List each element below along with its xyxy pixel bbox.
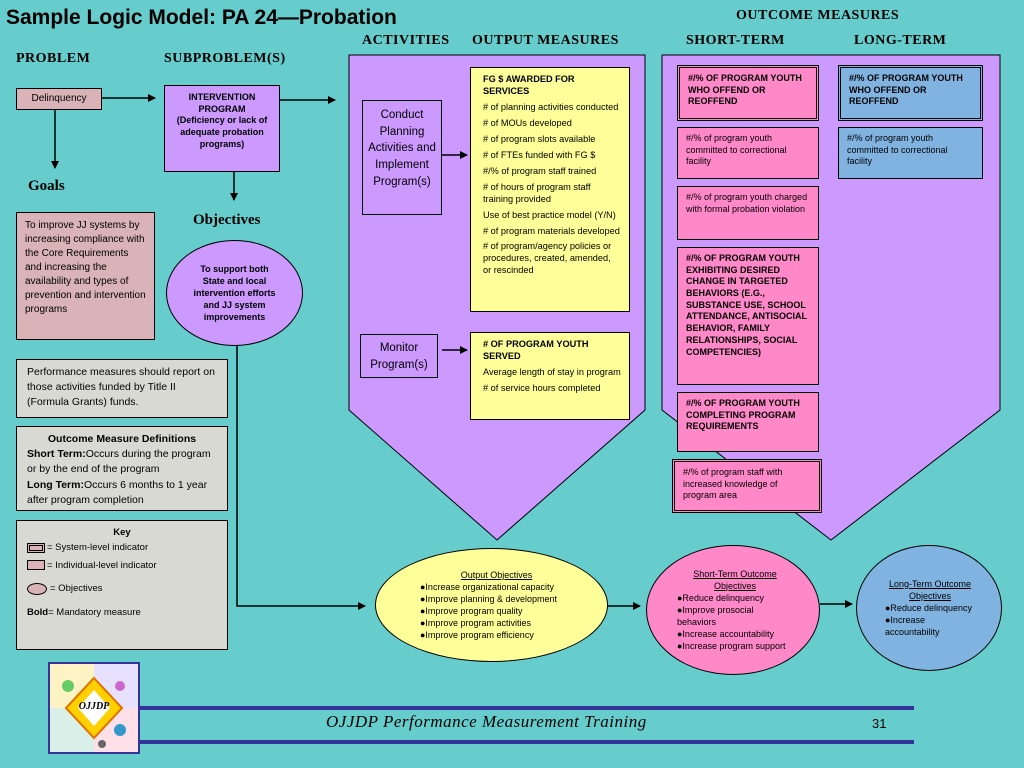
long-term-objective-item: ●Increase accountability	[885, 615, 940, 638]
problem-box: Delinquency	[16, 88, 102, 110]
header-objectives: Objectives	[193, 212, 261, 228]
slide-title: Sample Logic Model: PA 24—Probation	[6, 6, 397, 29]
output-objective-item: ●Improve program activities	[420, 618, 531, 629]
key-bold-row: Bold= Mandatory measure	[27, 606, 217, 620]
output-objective-item: ●Improve program efficiency	[420, 630, 534, 641]
key-system-row: = System-level indicator	[27, 541, 217, 555]
system-indicator-swatch	[27, 542, 45, 553]
short-term-objective-item: ●Reduce delinquency	[677, 592, 764, 603]
page-number: 31	[872, 716, 887, 731]
definitions-box: Outcome Measure Definitions Short Term:O…	[16, 426, 228, 511]
individual-indicator-swatch	[27, 560, 45, 571]
activity-conduct-box: Conduct Planning Activities and Implemen…	[362, 100, 442, 215]
key-objectives-row: = Objectives	[27, 582, 217, 596]
short-term-completing-box: #/% OF PROGRAM YOUTH COMPLETING PROGRAM …	[677, 392, 819, 452]
long-term-objectives-ellipse: Long-Term Outcome Objectives ●Reduce del…	[856, 545, 1002, 671]
output-box2-title: # OF PROGRAM YOUTH SERVED	[483, 339, 589, 361]
activity-monitor-box: Monitor Program(s)	[360, 334, 438, 378]
output-item: Use of best practice model (Y/N)	[483, 209, 616, 220]
short-term-charged-box: #/% of program youth charged with formal…	[677, 186, 819, 240]
definitions-title: Outcome Measure Definitions	[47, 433, 197, 445]
output-item: Average length of stay in program	[483, 366, 621, 377]
output-measures-box-1: FG $ AWARDED FOR SERVICES # of planning …	[470, 67, 630, 312]
short-term-objective-item: ●Increase accountability	[677, 629, 774, 640]
key-system-text: = System-level indicator	[47, 541, 149, 553]
header-goals: Goals	[28, 178, 65, 194]
output-item: # of planning activities conducted	[483, 101, 619, 112]
key-individual-row: = Individual-level indicator	[27, 559, 217, 573]
key-objectives-text: = Objectives	[50, 583, 103, 595]
long-term-objective-item: ●Reduce delinquency	[885, 602, 972, 613]
goal-box: To improve JJ systems by increasing comp…	[16, 212, 155, 340]
output-objectives-title: Output Objectives	[460, 569, 533, 580]
output-objective-item: ●Increase organizational capacity	[420, 581, 555, 592]
output-item: #/% of program staff trained	[483, 165, 597, 176]
long-term-committed-box: #/% of program youth committed to correc…	[838, 127, 983, 179]
objective-ellipse: To support both State and local interven…	[166, 240, 303, 346]
key-bold-label: Bold	[27, 607, 49, 619]
output-item: # of program materials developed	[483, 225, 620, 236]
subproblem-box: INTERVENTION PROGRAM (Deficiency or lack…	[164, 85, 280, 172]
output-item: # of MOUs developed	[483, 117, 572, 128]
short-term-committed-box: #/% of program youth committed to correc…	[677, 127, 819, 179]
short-term-objective-item: ●Increase program support	[677, 641, 786, 652]
short-term-objectives-ellipse: Short-Term Outcome Objectives ●Reduce de…	[646, 545, 820, 675]
logo-text: OJJDP	[78, 701, 110, 712]
header-output-measures: OUTPUT MEASURES	[472, 33, 619, 48]
key-individual-text: = Individual-level indicator	[47, 559, 157, 571]
output-objectives-ellipse: Output Objectives ●Increase organization…	[375, 548, 608, 662]
short-term-staff-box: #/% of program staff with increased know…	[672, 459, 822, 513]
header-problem: PROBLEM	[16, 51, 91, 66]
long-term-definition: Occurs 6 months to 1 year after program …	[27, 478, 208, 506]
output-objective-item: ●Improve program quality	[420, 606, 523, 616]
output-item: # of hours of program staff training pro…	[483, 181, 591, 204]
header-short-term: SHORT-TERM	[686, 33, 785, 48]
output-objective-item: ●Improve planning & development	[420, 593, 558, 604]
footer-title: OJJDP Performance Measurement Training	[326, 712, 647, 731]
subproblem-description: (Deficiency or lack of adequate probatio…	[176, 115, 268, 149]
output-item: # of service hours completed	[483, 382, 601, 393]
header-long-term: LONG-TERM	[854, 33, 947, 48]
key-title: Key	[113, 527, 131, 538]
header-activities: ACTIVITIES	[362, 33, 450, 48]
output-item: # of program/agency policies or procedur…	[483, 241, 612, 276]
performance-note-box: Performance measures should report on th…	[16, 359, 228, 418]
output-box1-title: FG $ AWARDED FOR SERVICES	[483, 74, 575, 96]
logo-graphic	[50, 664, 138, 752]
long-term-label: Long Term:	[27, 478, 84, 491]
key-box: Key = System-level indicator = Individua…	[16, 520, 228, 650]
long-term-objectives-title: Long-Term Outcome Objectives	[888, 578, 972, 601]
key-bold-text: = Mandatory measure	[48, 607, 141, 619]
short-term-behaviors-box: #/% OF PROGRAM YOUTH EXHIBITING DESIRED …	[677, 247, 819, 385]
subproblem-title: INTERVENTION PROGRAM	[188, 92, 256, 114]
ojjdp-logo: OJJDP	[48, 662, 140, 754]
short-term-objectives-title: Short-Term Outcome Objectives	[693, 568, 777, 591]
short-term-definition: Occurs during the program or by the end …	[27, 448, 211, 476]
objective-text: To support both State and local interven…	[193, 263, 276, 323]
short-term-reoffend-box: #/% OF PROGRAM YOUTH WHO OFFEND OR REOFF…	[677, 65, 819, 121]
short-term-objective-item: ●Improve prosocial behaviors	[677, 604, 754, 628]
short-term-label: Short Term:	[27, 448, 86, 461]
output-item: # of program slots available	[483, 133, 596, 144]
header-subproblems: SUBPROBLEM(S)	[164, 51, 286, 66]
objectives-swatch	[27, 583, 47, 596]
header-outcome-measures: OUTCOME MEASURES	[736, 8, 900, 23]
output-measures-box-2: # OF PROGRAM YOUTH SERVED Average length…	[470, 332, 630, 420]
output-item: # of FTEs funded with FG $	[483, 149, 596, 160]
long-term-reoffend-box: #/% OF PROGRAM YOUTH WHO OFFEND OR REOFF…	[838, 65, 983, 121]
